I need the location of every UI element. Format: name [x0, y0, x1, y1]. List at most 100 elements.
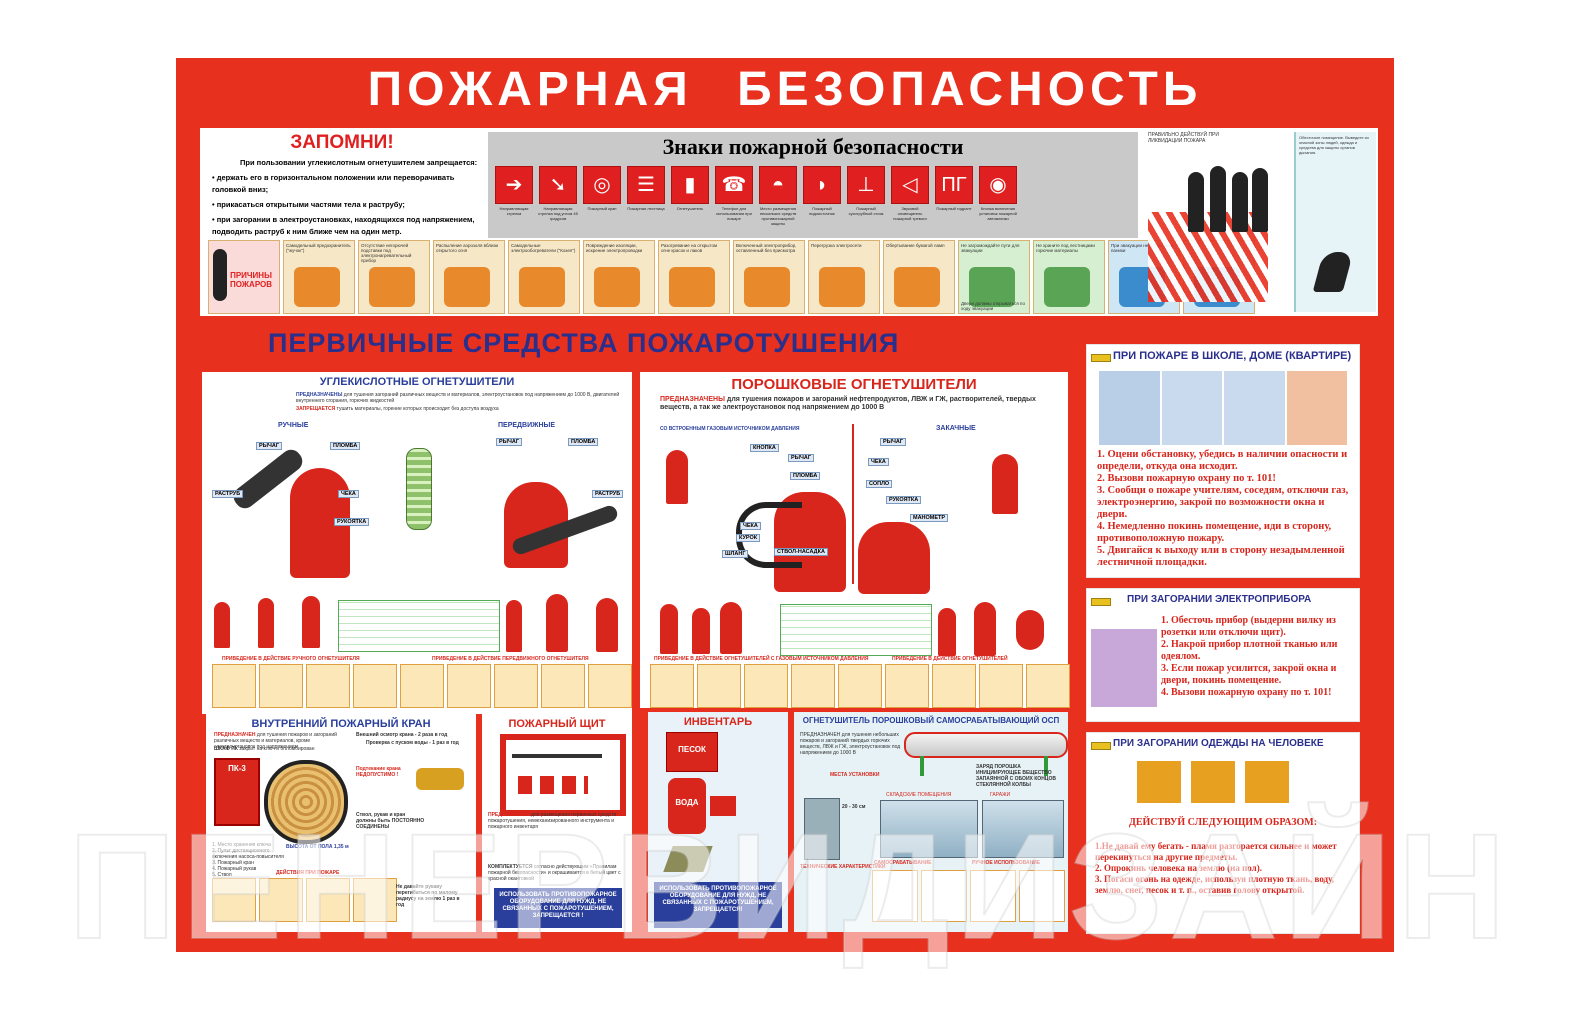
safety-sign-label: Пожарный кран — [587, 206, 617, 211]
pencil-icon — [1091, 354, 1111, 362]
poster-title: ПОЖАРНАЯ БЕЗОПАСНОСТЬ — [367, 63, 1203, 116]
fire-cause-item: Самодельный предохранитель ("жучок") — [283, 240, 355, 314]
auto-garages: ГАРАЖИ — [990, 792, 1011, 798]
safety-sign: ➘Направляющая стрелка под углом 45 граду… — [538, 166, 578, 226]
co2-spec-table — [338, 600, 500, 652]
part-label: ПЛОМБА — [330, 442, 361, 450]
co2-cylinder-section-icon — [406, 448, 432, 530]
shield-buckets-icon — [518, 776, 588, 794]
part-label: РАСТРУБ — [592, 490, 624, 498]
co2-title: УГЛЕКИСЛОТНЫЕ ОГНЕТУШИТЕЛИ — [319, 376, 515, 388]
fire-hose-icon: ◎ — [583, 166, 621, 204]
fire-cause-text: Распыление аэрозоля вблизи открытого огн… — [436, 243, 499, 253]
powder-small-row-left — [660, 600, 750, 660]
hydrant-icon: ПГ — [935, 166, 973, 204]
shield-warning: ИСПОЛЬЗОВАТЬ ПРОТИВОПОЖАРНОЕ ОБОРУДОВАНИ… — [499, 892, 617, 919]
extinguisher-icon: ▮ — [671, 166, 709, 204]
safety-sign: ◉Кнопка включения установок пожарной авт… — [978, 166, 1018, 226]
safety-sign-label: Пожарный сухотрубный стояк — [848, 206, 884, 216]
hydrant-purpose: ПРЕДНАЗНАЧЕН для тушения пожаров и загор… — [214, 732, 337, 750]
safety-signs-box: Знаки пожарной безопасности ➔Направляюща… — [488, 132, 1138, 238]
pencil-icon — [1091, 742, 1111, 750]
powder-title: ПОРОШКОВЫЕ ОГНЕТУШИТЕЛИ — [731, 376, 977, 393]
top-panel: ЗАПОМНИ! При пользовании углекислотным о… — [200, 128, 1378, 316]
fire-cause-text: Отсутствие негорючей подставки под элект… — [361, 243, 412, 263]
rescue-side-strip: Обесточьте помещение. Выведите из опасно… — [1294, 132, 1376, 312]
safety-signs-heading: Знаки пожарной безопасности — [662, 134, 964, 159]
fire-cause-text: Повреждение изоляции, искрение электропр… — [586, 243, 643, 253]
hydrant-action-steps — [212, 878, 397, 922]
rescue-heading: ПРАВИЛЬНО ДЕЙСТВУЙ ПРИ ЛИКВИДАЦИИ ПОЖАРА — [1148, 132, 1219, 144]
child-door-icon — [1224, 371, 1285, 445]
running-person-icon — [1312, 252, 1354, 292]
co2-forbidden: ЗАПРЕЩАЕТСЯ тушить материалы, горение ко… — [296, 406, 499, 412]
powder-small-extinguisher-icon — [666, 450, 688, 504]
clothes-illustrations — [1137, 761, 1289, 803]
safety-sign: ⊥ Пожарный сухотрубный стояк — [846, 166, 886, 226]
powder-pumped-small-icon — [992, 454, 1018, 514]
garage-icon — [982, 800, 1064, 858]
powder-divider — [852, 424, 854, 584]
water-barrel-icon: ВОДА — [668, 778, 706, 834]
part-label: РУКОЯТКА — [886, 496, 922, 504]
appliance-illustration-icon — [1091, 629, 1157, 707]
arrow-diagonal-icon: ➘ — [539, 166, 577, 204]
hydrant-cabinet-icon: ПК-3 — [214, 758, 260, 826]
auto-charge: ЗАРЯД ПОРОШКА ИНИЦИИРУЮЩЕЕ ВЕЩЕСТВО ЗАПА… — [976, 764, 1056, 788]
fire-cause-item: Включенный электроприбор, оставленный бе… — [733, 240, 805, 314]
part-label: ШЛАНГ — [722, 550, 749, 558]
flask-arrows-icon — [920, 756, 1048, 776]
sand-box-icon: ПЕСОК — [666, 732, 718, 772]
part-label: СОПЛО — [866, 480, 893, 488]
co2-purpose: ПРЕДНАЗНАЧЕНЫ для тушения загораний разл… — [296, 392, 620, 404]
auto-specs: ТЕХНИЧЕСКИЕ ХАРАКТЕРИСТИКИ — [800, 864, 886, 870]
hydrant-cabinet: ШКАФ ПК закрыт на ключ и опломбирован — [214, 746, 315, 752]
powder-pumped-extinguisher-icon — [858, 522, 930, 594]
buckets-icon — [710, 796, 736, 816]
hydrant-open-note: Подтекание крана НЕДОПУСТИМО ! — [356, 766, 401, 778]
safety-sign: ☎Телефон для использования при пожаре — [714, 166, 754, 226]
hydrant-actions-label: ДЕЙСТВИЯ ПРИ ПОЖАРЕ — [276, 870, 340, 876]
fire-cause-text: При эвакуации не допускайте паники — [1111, 243, 1174, 253]
fire-cause-illustration-icon — [294, 267, 340, 307]
shield-panel: ПОЖАРНЫЙ ЩИТ ПРЕДНАЗНАЧЕН для размещения… — [482, 714, 632, 932]
fire-causes-label: ПРИЧИНЫ ПОЖАРОВ — [229, 271, 273, 289]
inventory-title: ИНВЕНТАРЬ — [683, 716, 753, 728]
home-illustrations — [1099, 371, 1347, 445]
dry-pipe-icon: ⊥ — [847, 166, 885, 204]
hydrant-panel: ВНУТРЕННИЙ ПОЖАРНЫЙ КРАН ПРЕДНАЗНАЧЕН дл… — [206, 714, 476, 932]
fire-cause-text: Обертывание бумагой ламп — [886, 243, 945, 248]
fire-cause-illustration-icon — [1044, 267, 1090, 307]
zapomni-item: • при загорании в электроустановках, нах… — [212, 215, 475, 236]
part-label: РЫЧАГ — [496, 438, 523, 446]
part-label: РАСТРУБ — [212, 490, 244, 498]
phone-icon: ☎ — [715, 166, 753, 204]
fire-cause-text: Разогревание на открытом огне красок и л… — [661, 243, 718, 253]
hydrant-parts-note: Ствол, рукав и кран должны быть ПОСТОЯНН… — [356, 812, 425, 830]
co2-mobile-label: ПЕРЕДВИЖНЫЕ — [498, 422, 556, 429]
fire-cause-illustration-icon — [444, 267, 490, 307]
fire-cause-text: Не храните под лестницами горючие матери… — [1036, 243, 1095, 253]
home-fire-panel: ПРИ ПОЖАРЕ В ШКОЛЕ, ДОМЕ (КВАРТИРЕ) 1. О… — [1086, 344, 1360, 578]
part-label: ЧЕКА — [868, 458, 889, 466]
fire-cause-illustration-icon — [519, 267, 565, 307]
inventory-warning: ИСПОЛЬЗОВАТЬ ПРОТИВОПОЖАРНОЕ ОБОРУДОВАНИ… — [659, 886, 777, 913]
person-down-icon — [1191, 761, 1235, 803]
fire-cause-illustration-icon — [669, 267, 715, 307]
fire-cause-text: Самодельные электрообогреватели ("Козел"… — [511, 243, 576, 253]
part-label: ЧЕКА — [338, 490, 359, 498]
rescue-illustration: ПРАВИЛЬНО ДЕЙСТВУЙ ПРИ ЛИКВИДАЦИИ ПОЖАРА… — [1148, 132, 1376, 312]
part-label: ПЛОМБА — [568, 438, 599, 446]
auto-action-steps — [872, 870, 1065, 922]
water-source-icon: ◗ — [803, 166, 841, 204]
safety-sign-label: Пожарный гидрант — [936, 206, 972, 211]
clothes-lead: ДЕЙСТВУЙ СЛЕДУЮЩИМ ОБРАЗОМ: — [1128, 817, 1318, 828]
auto-storage: СКЛАДСКИЕ ПОМЕЩЕНИЯ — [886, 792, 952, 798]
shield-title: ПОЖАРНЫЙ ЩИТ — [508, 718, 606, 730]
safety-sign: ◎ Пожарный кран — [582, 166, 622, 226]
powder-action-pumped: ПРИВЕДЕНИЕ В ДЕЙСТВИЕ ОГНЕТУШИТЕЛЕЙ — [892, 656, 1008, 662]
fire-cause-illustration-icon — [894, 267, 940, 307]
fire-cause-text: Самодельный предохранитель ("жучок") — [286, 243, 351, 253]
powder-spec-table — [780, 604, 932, 656]
